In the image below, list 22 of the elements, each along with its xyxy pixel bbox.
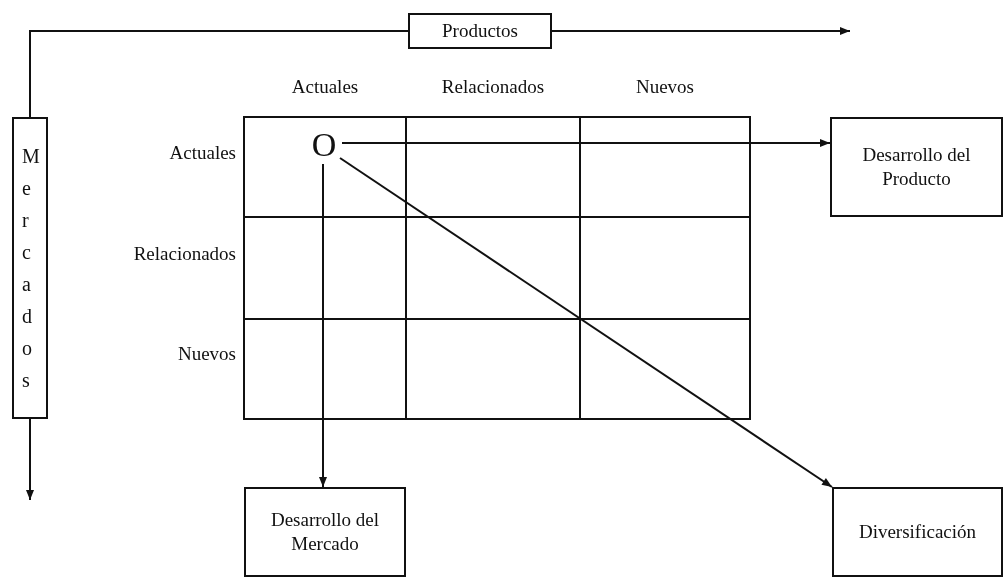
strategy-box bbox=[244, 487, 406, 577]
column-header: Nuevos bbox=[635, 76, 695, 98]
arrow bbox=[551, 27, 851, 35]
box-label: Desarrollo del Mercado bbox=[269, 508, 381, 556]
strategy-box bbox=[830, 117, 1003, 217]
arrow bbox=[319, 163, 327, 488]
strategy-box bbox=[832, 487, 1003, 577]
arrow bbox=[341, 139, 831, 147]
row-header: Nuevos bbox=[177, 343, 236, 365]
arrow bbox=[339, 157, 833, 488]
column-header: Actuales bbox=[291, 76, 359, 98]
box-label: Productos bbox=[442, 19, 518, 43]
row-header: Relacionados bbox=[133, 243, 236, 265]
axis-label-box bbox=[12, 117, 48, 419]
box-label: Mercados bbox=[21, 144, 40, 393]
origin-mark: O bbox=[311, 128, 337, 162]
column-header: Relacionados bbox=[441, 76, 545, 98]
arrow bbox=[26, 418, 34, 501]
box-label: Diversificación bbox=[858, 520, 977, 544]
axis-label-box bbox=[408, 13, 552, 49]
row-header: Actuales bbox=[169, 142, 236, 164]
box-label: Desarrollo del Producto bbox=[861, 143, 972, 191]
